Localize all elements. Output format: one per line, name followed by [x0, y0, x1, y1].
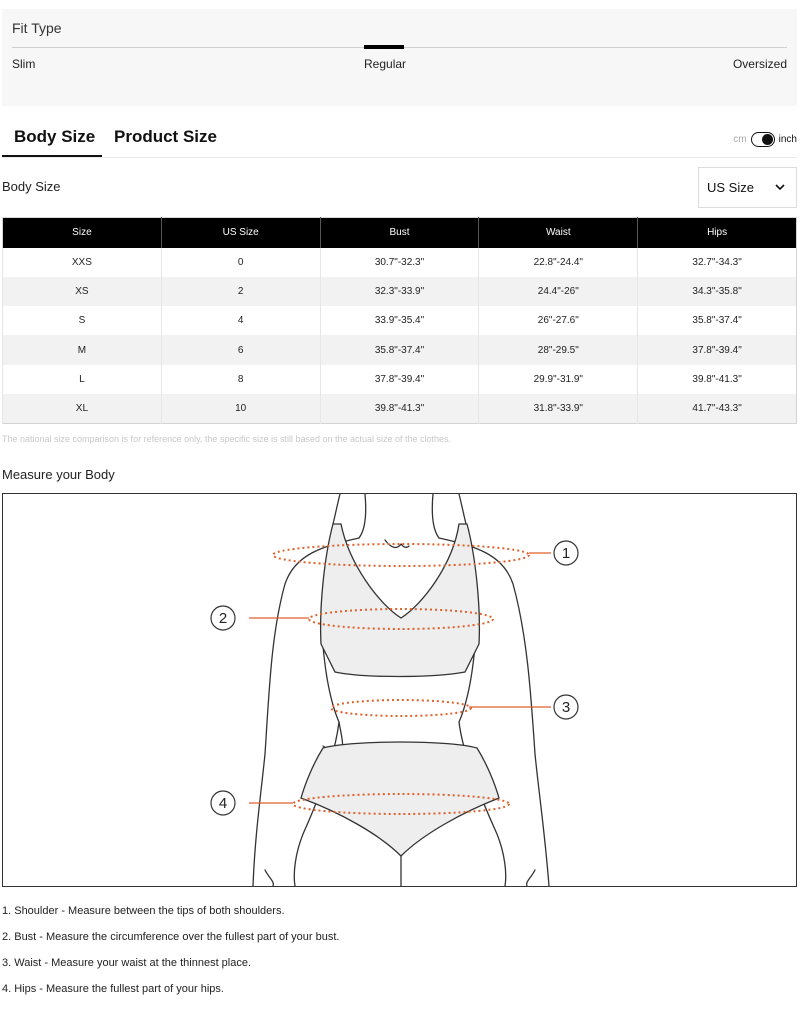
table-row: XXS 0 30.7"-32.3" 22.8"-24.4" 32.7"-34.3… — [2, 247, 797, 277]
cell-waist: 29.9"-31.9" — [478, 364, 638, 394]
cell-waist: 24.4"-26" — [478, 276, 638, 307]
waist-measure-line — [330, 699, 472, 717]
cell-us-size: 10 — [160, 393, 321, 424]
size-note: The national size comparison is for refe… — [2, 434, 452, 444]
fit-type-panel: Fit Type Slim Regular Oversized — [2, 9, 797, 106]
unit-inch-label[interactable]: inch — [778, 133, 797, 145]
cell-bust: 35.8"-37.4" — [319, 335, 479, 365]
cell-us-size: 0 — [160, 247, 321, 277]
shoulder-measure-line — [272, 543, 530, 567]
fit-option-oversized: Oversized — [732, 57, 787, 71]
header-waist: Waist — [478, 217, 638, 248]
measure-title: Measure your Body — [2, 467, 115, 482]
marker-1-label: 1 — [562, 545, 570, 562]
cell-us-size: 2 — [160, 276, 321, 307]
size-system-value: US Size — [707, 180, 754, 195]
instruction-bust: 2. Bust - Measure the circumference over… — [2, 931, 340, 943]
hips-measure-line — [292, 793, 510, 815]
header-us-size: US Size — [160, 217, 321, 248]
cell-hips: 37.8"-39.4" — [637, 335, 797, 365]
cell-bust: 32.3"-33.9" — [319, 276, 479, 307]
marker-4-label: 4 — [219, 795, 227, 812]
chevron-down-icon — [775, 184, 785, 191]
bra-shape — [319, 523, 481, 678]
cell-bust: 39.8"-41.3" — [319, 393, 479, 424]
unit-cm-label[interactable]: cm — [733, 133, 747, 145]
table-row: XL 10 39.8"-41.3" 31.8"-33.9" 41.7"-43.3… — [2, 393, 797, 424]
active-tab-indicator — [2, 155, 102, 157]
cell-size: S — [2, 306, 162, 336]
cell-hips: 41.7"-43.3" — [637, 393, 797, 424]
cell-size: XXS — [2, 247, 162, 277]
cell-bust: 37.8"-39.4" — [319, 364, 479, 394]
table-row: L 8 37.8"-39.4" 29.9"-31.9" 39.8"-41.3" — [2, 364, 797, 394]
cell-hips: 34.3"-35.8" — [637, 276, 797, 307]
size-table: Size US Size Bust Waist Hips XXS 0 30.7"… — [2, 217, 797, 424]
unit-toggle[interactable]: cm inch — [733, 130, 797, 148]
header-size: Size — [2, 217, 162, 248]
cell-waist: 22.8"-24.4" — [478, 247, 638, 277]
marker-3-circle — [553, 694, 579, 720]
cell-hips: 32.7"-34.3" — [637, 247, 797, 277]
cell-hips: 39.8"-41.3" — [637, 364, 797, 394]
header-bust: Bust — [319, 217, 479, 248]
unit-switch-knob — [761, 133, 773, 145]
tab-product-size[interactable]: Product Size — [114, 127, 217, 146]
marker-1-circle — [553, 540, 579, 566]
fit-type-marker — [364, 45, 404, 49]
table-header-row: Size US Size Bust Waist Hips — [2, 217, 797, 248]
instruction-hips: 4. Hips - Measure the fullest part of yo… — [2, 983, 224, 995]
cell-size: L — [2, 364, 162, 394]
cell-waist: 31.8"-33.9" — [478, 393, 638, 424]
instruction-shoulder: 1. Shoulder - Measure between the tips o… — [2, 905, 285, 917]
cell-size: XL — [2, 393, 162, 424]
measure-diagram: 1 2 3 4 — [2, 493, 797, 887]
table-row: XS 2 32.3"-33.9" 24.4"-26" 34.3"-35.8" — [2, 276, 797, 307]
cell-size: M — [2, 335, 162, 365]
fit-type-title: Fit Type — [12, 20, 62, 36]
marker-3-label: 3 — [562, 699, 570, 716]
briefs-shape — [300, 741, 500, 857]
unit-switch[interactable] — [750, 131, 775, 147]
tab-body-size[interactable]: Body Size — [14, 127, 96, 146]
body-size-label: Body Size — [2, 179, 61, 194]
fit-option-regular: Regular — [364, 57, 407, 71]
cell-size: XS — [2, 276, 162, 307]
header-hips: Hips — [637, 217, 797, 248]
marker-2-circle — [210, 605, 236, 631]
fit-option-slim: Slim — [12, 57, 36, 71]
marker-4-circle — [210, 790, 236, 816]
body-illustration: 1 2 3 4 — [210, 494, 579, 886]
cell-bust: 30.7"-32.3" — [319, 247, 479, 277]
instruction-waist: 3. Waist - Measure your waist at the thi… — [2, 957, 252, 969]
cell-waist: 28"-29.5" — [478, 335, 638, 365]
bust-measure-line — [308, 608, 494, 630]
cell-us-size: 6 — [160, 335, 321, 365]
table-row: M 6 35.8"-37.4" 28"-29.5" 37.8"-39.4" — [2, 335, 797, 365]
marker-2-label: 2 — [219, 610, 227, 627]
cell-us-size: 8 — [160, 364, 321, 394]
size-tabs: Body Size Product Size — [2, 118, 797, 158]
cell-us-size: 4 — [160, 306, 321, 336]
table-row: S 4 33.9"-35.4" 26"-27.6" 35.8"-37.4" — [2, 306, 797, 336]
size-system-select[interactable]: US Size — [698, 167, 797, 208]
cell-hips: 35.8"-37.4" — [637, 306, 797, 336]
cell-bust: 33.9"-35.4" — [319, 306, 479, 336]
cell-waist: 26"-27.6" — [478, 306, 638, 336]
